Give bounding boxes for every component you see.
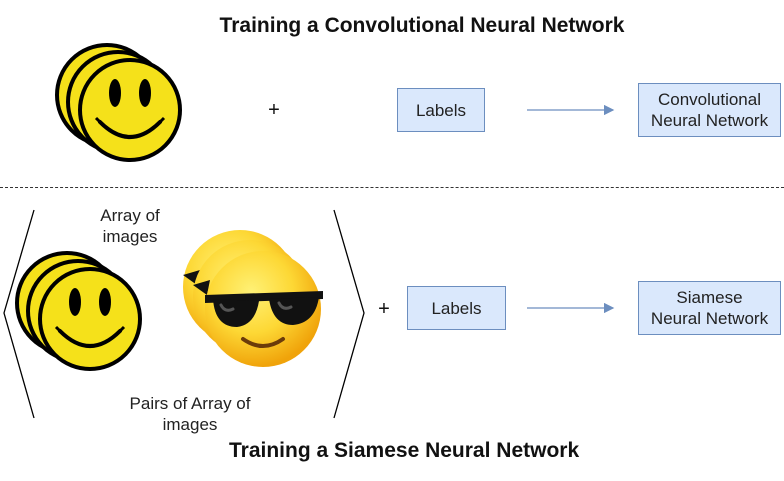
cnn-labels-text: Labels bbox=[415, 100, 467, 120]
pairs-of-array-caption: Pairs of Array of images bbox=[100, 393, 280, 435]
smiley-face-front bbox=[78, 58, 182, 162]
cnn-plus-sign: + bbox=[268, 99, 280, 121]
cnn-network-box: Convolutional Neural Network bbox=[638, 83, 781, 137]
section-divider bbox=[0, 187, 784, 188]
siamese-network-text-line1: Siamese bbox=[676, 288, 743, 307]
pairs-caption-line2: images bbox=[162, 415, 218, 434]
cnn-network-text-line1: Convolutional bbox=[657, 90, 761, 109]
siamese-plus-sign: + bbox=[378, 298, 390, 320]
siamese-labels-text: Labels bbox=[431, 298, 482, 318]
siamese-labels-box: Labels bbox=[407, 286, 506, 330]
smiley-face-stack-icon bbox=[55, 43, 182, 162]
array-of-images-caption: Array of images bbox=[70, 205, 190, 247]
siamese-arrow bbox=[527, 302, 615, 314]
siamese-network-text-line2: Neural Network bbox=[650, 309, 769, 328]
smiley-face-front bbox=[38, 267, 142, 371]
siamese-network-box: Siamese Neural Network bbox=[638, 281, 781, 335]
sunglasses-emoji-front bbox=[205, 251, 323, 367]
siamese-title: Training a Siamese Neural Network bbox=[229, 439, 580, 462]
cnn-arrow bbox=[527, 104, 615, 116]
cnn-title: Training a Convolutional Neural Network bbox=[219, 14, 625, 37]
left-angle-bracket bbox=[3, 209, 35, 419]
cnn-labels-box: Labels bbox=[397, 88, 485, 132]
pairs-caption-line1: Pairs of Array of bbox=[129, 394, 251, 413]
cnn-network-text-line2: Neural Network bbox=[650, 111, 769, 130]
array-caption-line2: images bbox=[102, 227, 158, 246]
array-caption-line1: Array of bbox=[100, 206, 160, 225]
siamese-smiley-face-stack-icon bbox=[15, 251, 142, 371]
right-angle-bracket bbox=[333, 209, 365, 419]
sunglasses-emoji-stack-icon bbox=[183, 230, 323, 367]
